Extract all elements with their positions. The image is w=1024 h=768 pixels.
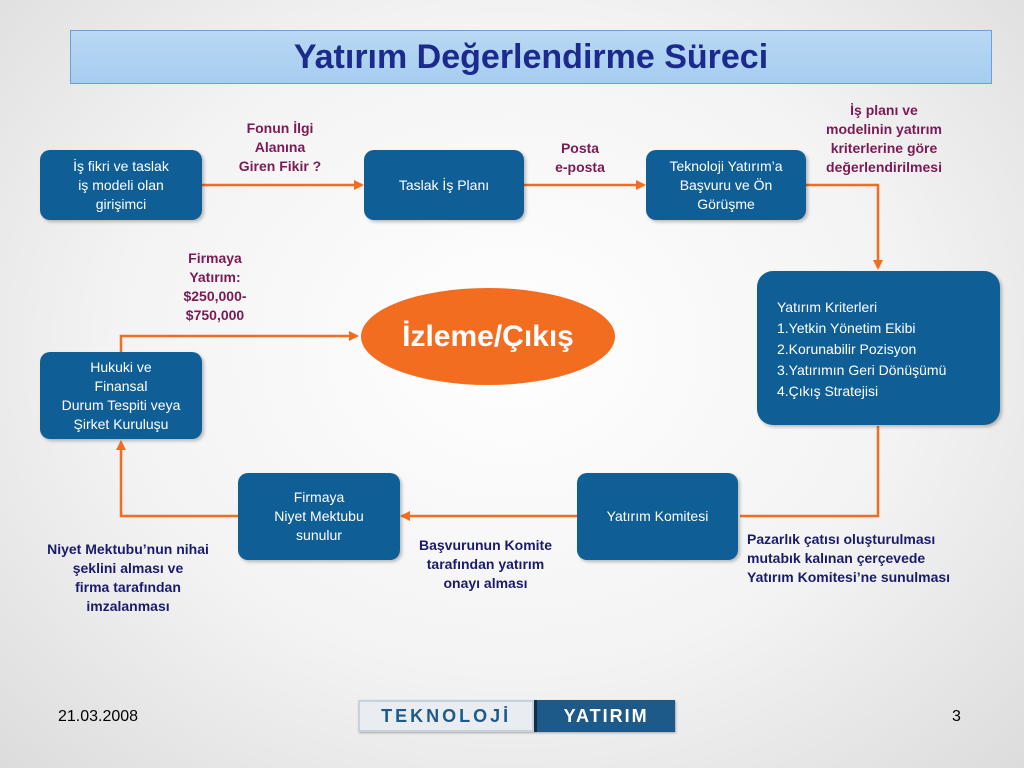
page-number: 3 <box>952 708 961 725</box>
box-application: Teknoloji Yatırım’a Başvuru ve Ön Görüşm… <box>646 150 806 220</box>
box-application-label: Teknoloji Yatırım’a Başvuru ve Ön Görüşm… <box>669 157 783 212</box>
monitoring-exit-ellipse: İzleme/Çıkış <box>361 288 615 385</box>
logo-right-text: YATIRIM <box>534 700 675 732</box>
box-investment-committee-label: Yatırım Komitesi <box>606 508 709 524</box>
box-draft-business-plan-label: Taslak İş Planı <box>398 176 490 193</box>
box-legal-financial: Hukuki ve Finansal Durum Tespiti veya Şi… <box>40 352 202 439</box>
box-entrepreneur: İş fikri ve taslak iş modeli olan girişi… <box>40 150 202 220</box>
criteria-item: 2.Korunabilir Pozisyon <box>777 341 917 357</box>
monitoring-exit-label: İzleme/Çıkış <box>402 319 574 353</box>
page-title: Yatırım Değerlendirme Süreci <box>293 37 769 76</box>
box-investment-committee: Yatırım Komitesi <box>577 473 738 560</box>
note-post-email: Posta e-posta <box>555 140 605 175</box>
box-letter-of-intent-label: Firmaya Niyet Mektubu sunulur <box>274 489 364 543</box>
criteria-item: 1.Yetkin Yönetim Ekibi <box>777 320 916 336</box>
note-fund-interest: Fonun İlgi Alanına Giren Fikir ? <box>238 120 322 174</box>
criteria-item: 4.Çıkış Stratejisi <box>777 383 879 399</box>
company-logo: TEKNOLOJİ YATIRIM <box>358 700 675 732</box>
note-signing: Niyet Mektubu’nun nihai şeklini alması v… <box>47 541 209 614</box>
arrow-criteria-to-committee <box>740 426 880 518</box>
footer-date: 21.03.2008 <box>58 708 139 725</box>
box-investment-criteria: Yatırım Kriterleri 1.Yetkin Yönetim Ekib… <box>757 271 1000 425</box>
criteria-item: 3.Yatırımın Geri Dönüşümü <box>777 362 947 378</box>
logo-left-text: TEKNOLOJİ <box>358 700 535 732</box>
criteria-heading: Yatırım Kriterleri <box>777 299 878 315</box>
arrow-legal-to-monitoring <box>119 331 359 352</box>
arrow-application-to-criteria <box>806 183 883 270</box>
note-investment-amount: Firmaya Yatırım: $250,000- $750,000 <box>183 250 247 323</box>
note-committee-approval: Başvurunun Komite tarafından yatırım ona… <box>418 537 552 591</box>
box-legal-financial-label: Hukuki ve Finansal Durum Tespiti veya Şi… <box>61 358 181 432</box>
box-letter-of-intent: Firmaya Niyet Mektubu sunulur <box>238 473 400 560</box>
title-bar: Yatırım Değerlendirme Süreci <box>70 30 992 84</box>
box-entrepreneur-label: İş fikri ve taslak iş modeli olan girişi… <box>73 157 169 212</box>
note-evaluation: İş planı ve modelinin yatırım kriterleri… <box>826 102 942 175</box>
box-draft-business-plan: Taslak İş Planı <box>364 150 524 220</box>
arrow-loi-to-legal <box>116 440 238 518</box>
note-bargaining: Pazarlık çatısı oluşturulması mutabık ka… <box>747 531 951 585</box>
